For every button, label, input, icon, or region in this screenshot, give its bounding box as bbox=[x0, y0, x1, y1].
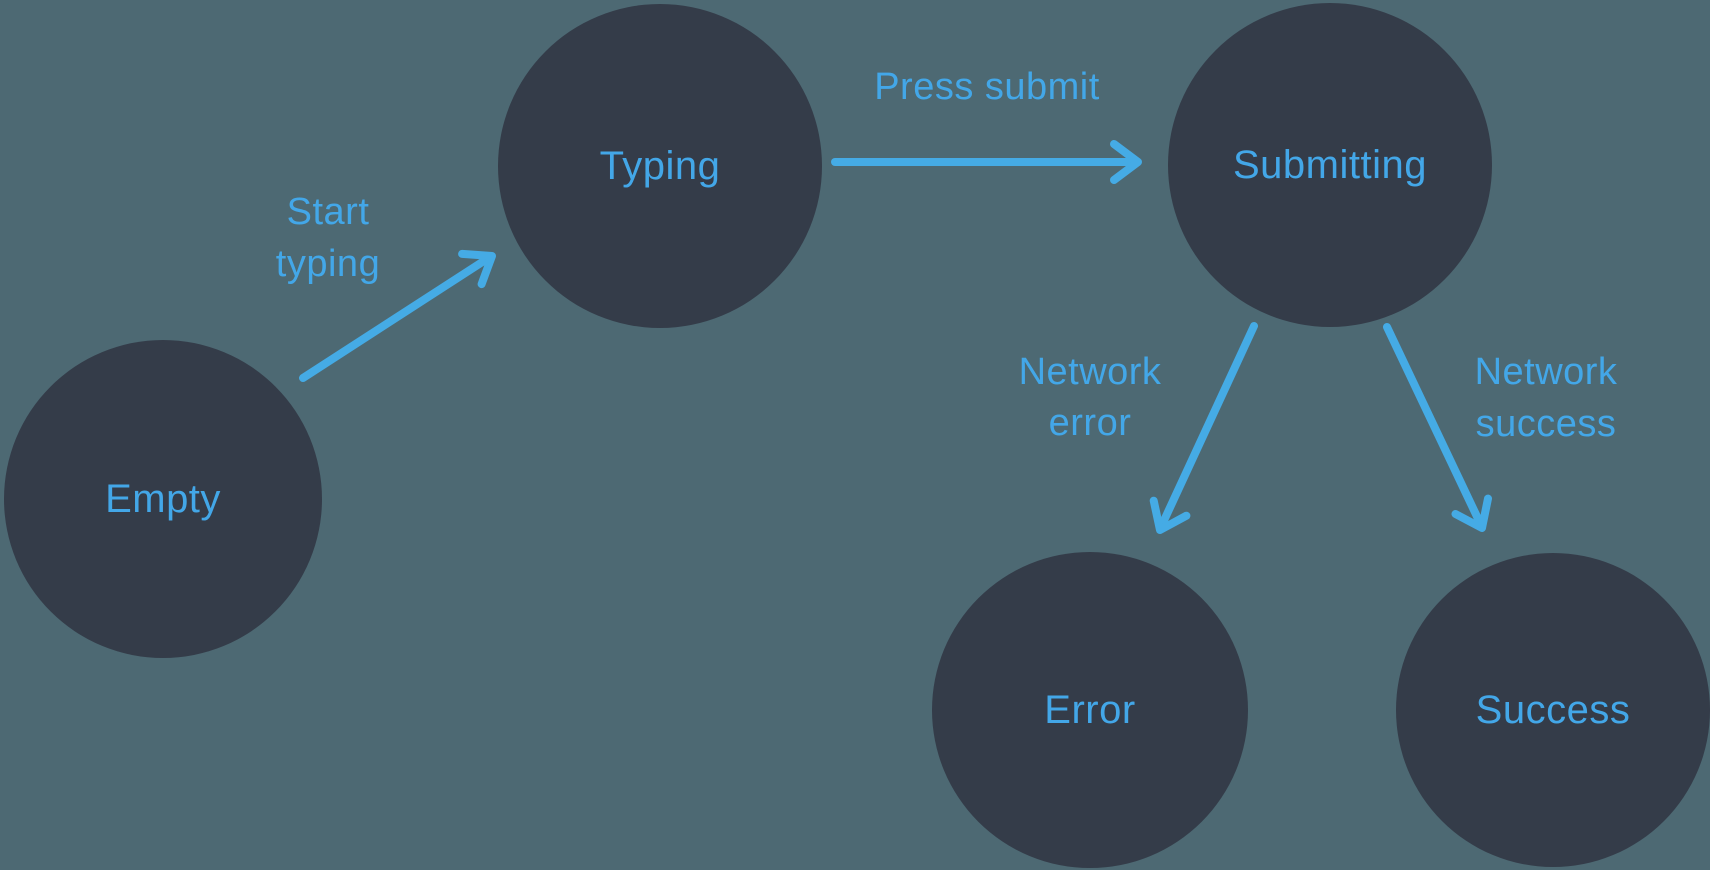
node-submitting-label: Submitting bbox=[1233, 143, 1427, 187]
edge-press-submit-label: Press submit bbox=[874, 66, 1100, 108]
edge-network-success: Network success bbox=[1383, 323, 1618, 532]
edge-network-error-label-line1: Network bbox=[1019, 351, 1162, 393]
node-typing: Typing bbox=[498, 4, 822, 328]
node-success-label: Success bbox=[1476, 688, 1631, 732]
edge-press-submit-arrowhead-icon bbox=[1110, 140, 1142, 184]
node-error: Error bbox=[932, 552, 1248, 868]
edge-network-error-arrowhead-icon bbox=[1149, 496, 1191, 534]
node-success: Success bbox=[1396, 553, 1710, 867]
node-empty: Empty bbox=[4, 340, 322, 658]
node-typing-circle bbox=[498, 4, 822, 328]
edge-start-typing-line bbox=[299, 253, 494, 382]
edge-press-submit: Press submit bbox=[831, 66, 1142, 184]
node-empty-circle bbox=[4, 340, 322, 658]
edge-network-error-line bbox=[1157, 322, 1258, 531]
edge-start-typing-label-line2: typing bbox=[276, 243, 380, 285]
edge-start-typing: Start typing bbox=[276, 191, 496, 382]
edge-network-error-label-line2: error bbox=[1049, 402, 1132, 444]
node-error-circle bbox=[932, 552, 1248, 868]
edge-network-success-line bbox=[1383, 323, 1485, 529]
node-submitting: Submitting bbox=[1168, 3, 1492, 327]
node-success-circle bbox=[1396, 553, 1710, 867]
node-typing-label: Typing bbox=[600, 144, 721, 188]
edge-start-typing-arrowhead-icon bbox=[458, 249, 496, 289]
node-submitting-circle bbox=[1168, 3, 1492, 327]
edge-network-success-label-line1: Network bbox=[1475, 351, 1618, 393]
edge-network-success-arrowhead-icon bbox=[1451, 494, 1492, 532]
node-empty-label: Empty bbox=[105, 477, 221, 521]
edge-network-success-label-line2: success bbox=[1476, 403, 1617, 445]
node-error-label: Error bbox=[1044, 688, 1135, 732]
edge-start-typing-label-line1: Start bbox=[287, 191, 370, 233]
edge-network-error: Network error bbox=[1019, 322, 1258, 534]
